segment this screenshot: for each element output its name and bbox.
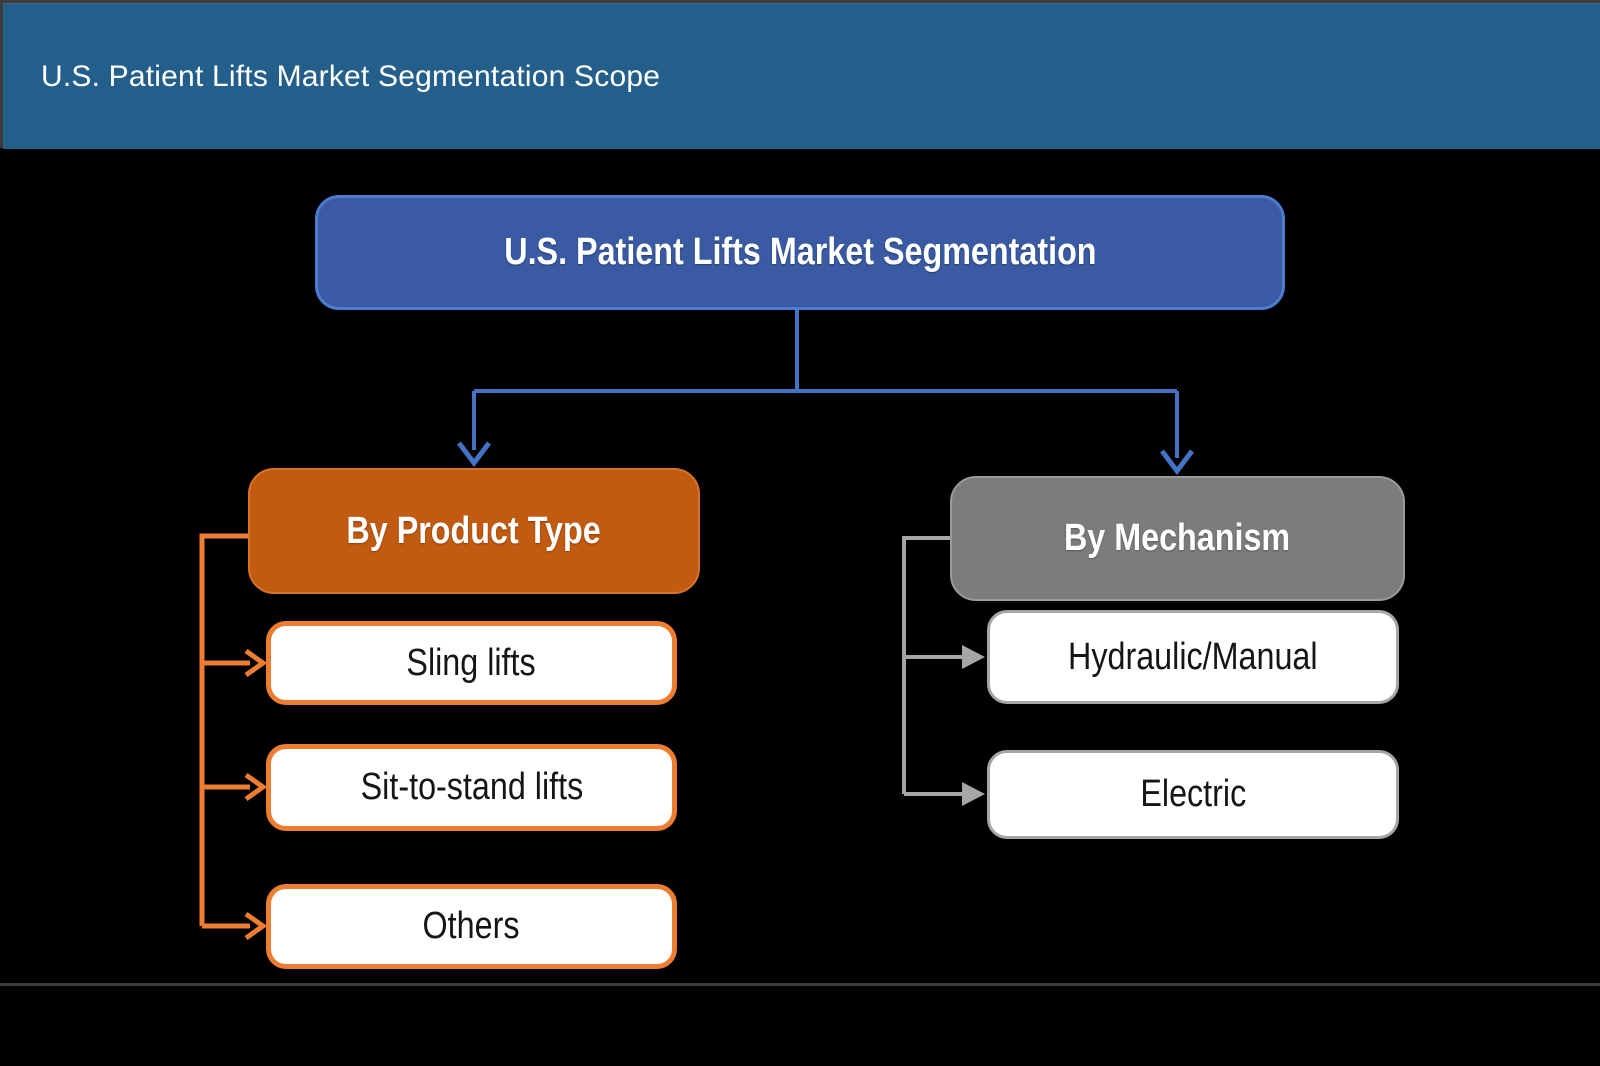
root-node-label: U.S. Patient Lifts Market Segmentation — [503, 231, 1097, 273]
arrow-right-icon — [962, 645, 985, 669]
arrow-down-icon — [1160, 449, 1194, 476]
child-electric-label: Electric — [1140, 773, 1246, 815]
arrow-right-icon — [244, 772, 268, 802]
page-title: U.S. Patient Lifts Market Segmentation S… — [41, 59, 661, 93]
arrow-right-icon — [244, 648, 268, 678]
child-hydraulic-manual: Hydraulic/Manual — [987, 610, 1399, 704]
branch-by-mechanism-label: By Mechanism — [1064, 517, 1291, 559]
top-frame-line — [0, 0, 1600, 3]
branch-by-product-type: By Product Type — [248, 468, 700, 594]
child-sit-to-stand-lifts-label: Sit-to-stand lifts — [360, 766, 583, 808]
child-others: Others — [266, 884, 677, 969]
connector-product-children — [199, 533, 268, 941]
arrow-right-icon — [962, 782, 985, 806]
child-others-label: Others — [423, 905, 520, 947]
child-hydraulic-manual-label: Hydraulic/Manual — [1068, 635, 1318, 678]
root-node: U.S. Patient Lifts Market Segmentation — [315, 195, 1285, 310]
child-sit-to-stand-lifts: Sit-to-stand lifts — [266, 744, 677, 831]
arrow-right-icon — [244, 911, 268, 941]
header-bar: U.S. Patient Lifts Market Segmentation S… — [3, 3, 1600, 149]
bottom-divider — [0, 983, 1600, 986]
child-sling-lifts: Sling lifts — [266, 621, 677, 705]
left-frame-line — [0, 0, 3, 148]
child-electric: Electric — [987, 750, 1399, 839]
child-sling-lifts-label: Sling lifts — [406, 641, 537, 684]
connector-root-to-branches — [457, 310, 1194, 476]
arrow-down-icon — [457, 441, 491, 468]
branch-by-product-type-label: By Product Type — [346, 509, 602, 552]
branch-by-mechanism: By Mechanism — [950, 476, 1405, 601]
